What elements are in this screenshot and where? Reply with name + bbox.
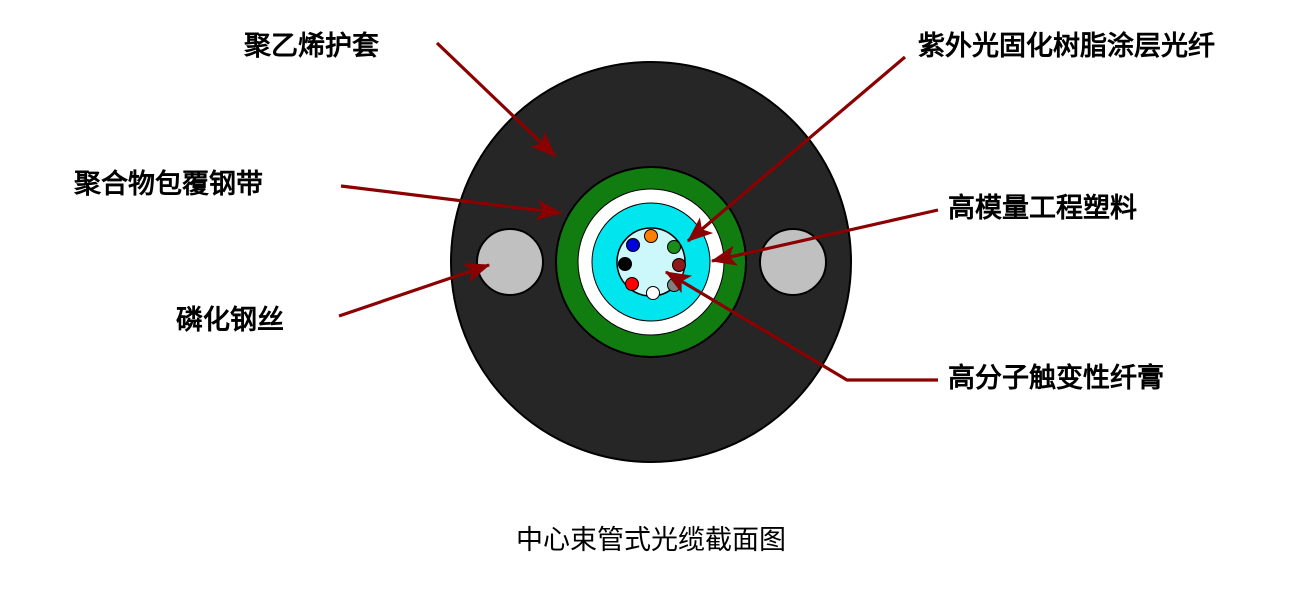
fiber-dark-red <box>672 258 686 272</box>
annotation-label-high-modulus-engineering-plastic: 高模量工程塑料 <box>948 192 1137 223</box>
leader-line-phosphated-steel-wire <box>338 263 491 318</box>
annotation-high-modulus-engineering-plastic: 高模量工程塑料 <box>710 192 1137 266</box>
leader-line-uv-cured-resin-coated-fiber <box>686 55 907 243</box>
annotation-polyethylene-sheath: 聚乙烯护套 <box>243 31 557 158</box>
annotation-label-polyethylene-sheath: 聚乙烯护套 <box>243 31 379 61</box>
leader-line-polyethylene-sheath <box>435 41 557 158</box>
annotation-label-uv-cured-resin-coated-fiber: 紫外光固化树脂涂层光纤 <box>918 30 1215 61</box>
fiber-red <box>625 277 639 291</box>
fiber-green <box>667 240 681 254</box>
phosphated-steel-wire-left <box>476 228 544 296</box>
leader-line-polymer-coated-steel-tape <box>340 184 563 221</box>
fiber-blue <box>626 238 640 252</box>
leader-line-high-modulus-engineering-plastic <box>710 208 939 266</box>
cable-cross-section <box>450 61 852 463</box>
annotation-phosphated-steel-wire: 磷化钢丝 <box>176 263 491 335</box>
annotation-uv-cured-resin-coated-fiber: 紫外光固化树脂涂层光纤 <box>686 30 1215 243</box>
annotation-label-phosphated-steel-wire: 磷化钢丝 <box>176 305 284 335</box>
annotation-label-polymer-coated-steel-tape: 聚合物包覆钢带 <box>73 168 263 199</box>
leader-line-polymer-thixotropic-fiber-gel <box>664 270 938 382</box>
annotation-polymer-thixotropic-fiber-gel: 高分子触变性纤膏 <box>664 270 1164 393</box>
fiber-orange <box>644 229 658 243</box>
figure-caption: 中心束管式光缆截面图 <box>516 525 786 555</box>
annotation-polymer-coated-steel-tape: 聚合物包覆钢带 <box>73 168 563 221</box>
fiber-black <box>618 257 632 271</box>
annotation-label-polymer-thixotropic-fiber-gel: 高分子触变性纤膏 <box>948 362 1164 393</box>
fiber-white <box>646 286 660 300</box>
